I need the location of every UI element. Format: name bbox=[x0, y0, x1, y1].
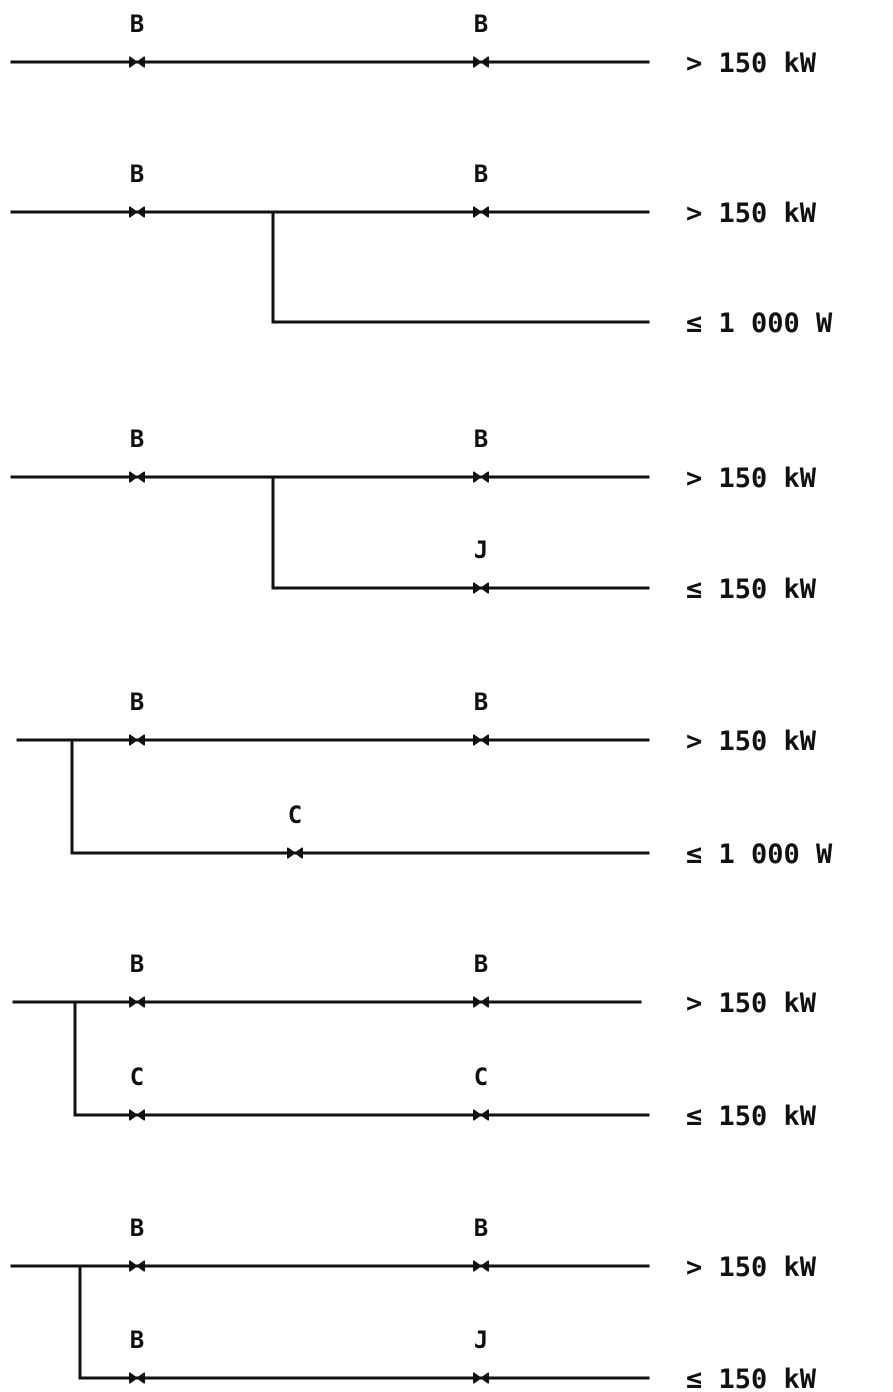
valve-label: B bbox=[130, 1214, 144, 1242]
main-rating-label: > 150 kW bbox=[686, 726, 817, 757]
piping-diagram-2: B B > 150 kW ≤ 1 000 W bbox=[10, 160, 833, 339]
valve-symbol bbox=[129, 56, 145, 68]
valve-label: J bbox=[474, 536, 488, 564]
valve-symbol bbox=[473, 471, 489, 483]
valve-label: B bbox=[130, 688, 144, 716]
branch-rating-label: ≤ 150 kW bbox=[686, 1101, 817, 1132]
main-rating-label: > 150 kW bbox=[686, 463, 817, 494]
valve-label: B bbox=[474, 1214, 488, 1242]
valve-symbol bbox=[473, 206, 489, 218]
branch-rating-label: ≤ 150 kW bbox=[686, 1364, 817, 1392]
valve-label: B bbox=[130, 950, 144, 978]
valve-symbol bbox=[129, 471, 145, 483]
valve-label: B bbox=[474, 688, 488, 716]
piping-diagram-5: B B > 150 kW C C ≤ 150 kW bbox=[12, 950, 817, 1132]
valve-label: B bbox=[130, 1326, 144, 1354]
piping-diagram-4: B B > 150 kW C ≤ 1 000 W bbox=[16, 688, 833, 870]
valve-symbol bbox=[473, 582, 489, 594]
main-rating-label: > 150 kW bbox=[686, 988, 817, 1019]
valve-symbol bbox=[473, 1372, 489, 1384]
valve-label: B bbox=[130, 10, 144, 38]
valve-symbol bbox=[287, 847, 303, 859]
valve-label: C bbox=[130, 1063, 144, 1091]
valve-symbol bbox=[473, 996, 489, 1008]
main-rating-label: > 150 kW bbox=[686, 48, 817, 79]
branch-rating-label: ≤ 1 000 W bbox=[686, 308, 833, 339]
branch-rating-label: ≤ 150 kW bbox=[686, 574, 817, 605]
valve-label: B bbox=[130, 160, 144, 188]
main-rating-label: > 150 kW bbox=[686, 1252, 817, 1283]
valve-label: B bbox=[474, 160, 488, 188]
valve-symbol bbox=[129, 996, 145, 1008]
piping-diagram-1: B B > 150 kW bbox=[10, 10, 817, 79]
piping-diagram-6: B B > 150 kW B J ≤ 150 kW bbox=[10, 1214, 817, 1392]
valve-label: B bbox=[474, 10, 488, 38]
valve-label: B bbox=[130, 425, 144, 453]
main-rating-label: > 150 kW bbox=[686, 198, 817, 229]
valve-label: C bbox=[288, 801, 302, 829]
branch-rating-label: ≤ 1 000 W bbox=[686, 839, 833, 870]
valve-symbol bbox=[473, 734, 489, 746]
valve-symbol bbox=[129, 1109, 145, 1121]
valve-symbol bbox=[473, 56, 489, 68]
valve-symbol bbox=[473, 1109, 489, 1121]
valve-symbol bbox=[129, 734, 145, 746]
valve-symbol bbox=[129, 1372, 145, 1384]
valve-label: C bbox=[474, 1063, 488, 1091]
valve-symbol bbox=[473, 1260, 489, 1272]
valve-label: B bbox=[474, 950, 488, 978]
valve-label: J bbox=[474, 1326, 488, 1354]
valve-symbol bbox=[129, 206, 145, 218]
valve-label: B bbox=[474, 425, 488, 453]
piping-diagram-3: B B > 150 kW J ≤ 150 kW bbox=[10, 425, 817, 605]
valve-symbol bbox=[129, 1260, 145, 1272]
